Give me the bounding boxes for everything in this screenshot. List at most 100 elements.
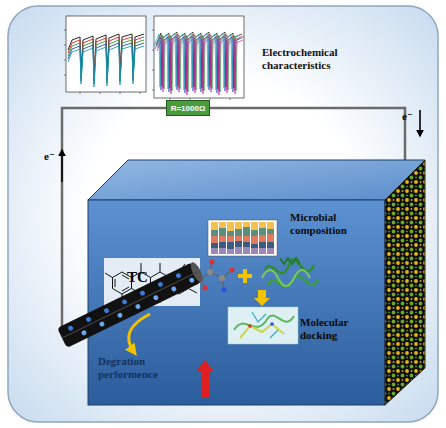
microbial-bar-chart-part <box>259 248 266 254</box>
microbial-bar-chart-part <box>235 229 242 236</box>
microbial-bar-chart-part <box>259 242 266 248</box>
ball-stick-model-part <box>222 288 227 293</box>
microbial-bar-chart-part <box>227 242 234 249</box>
microbial-bar-chart-part <box>243 242 250 247</box>
microbial-bar-chart-part <box>235 222 242 229</box>
plus-sign <box>238 269 252 283</box>
docking-image-part <box>228 307 298 344</box>
microbial-bar-chart-part <box>211 243 218 248</box>
protein-ribbon-part <box>262 270 310 286</box>
microbial-bar-chart-part <box>267 248 274 254</box>
anode-brush-part <box>139 290 145 296</box>
docking-image-part <box>270 322 274 326</box>
ball-stick-model-part <box>203 286 208 291</box>
electron-arrow <box>419 110 421 136</box>
power-density-chart-part <box>154 33 240 90</box>
section-heading: Degration performence <box>98 355 180 380</box>
microbial-bar-chart-part <box>219 222 226 228</box>
microbial-bar-chart-part <box>227 236 234 242</box>
microbial-bar-chart-part <box>259 235 266 242</box>
protein-ribbon-part <box>280 258 300 264</box>
reactor-box-part <box>88 160 425 200</box>
anode-brush <box>57 261 205 348</box>
degradation-arrow <box>129 314 150 352</box>
anode-brush-part <box>157 281 163 287</box>
microbial-bar-chart-part <box>235 236 242 241</box>
microbial-bar-chart-part <box>235 247 242 254</box>
docking-arrow <box>254 290 270 306</box>
microbial-bar-chart-part <box>267 222 274 229</box>
section-heading: Microbial composition <box>290 211 370 236</box>
microbial-bar-chart-part <box>251 230 258 236</box>
section-heading: Electrochemical characteristics <box>262 46 362 71</box>
voltage-chart-part <box>66 16 146 92</box>
voltage-chart <box>64 16 146 94</box>
cathode-surface <box>385 160 425 405</box>
microbial-bar-chart-part <box>243 236 250 242</box>
anode-brush-part <box>67 325 73 331</box>
docking-image-part <box>252 312 278 338</box>
ball-stick-model-part <box>200 262 232 290</box>
ball-stick-model-part <box>210 260 215 265</box>
electron-label: e⁻ <box>402 110 420 123</box>
compound-label: TC <box>127 269 157 286</box>
microbial-bar-chart-part <box>219 242 226 248</box>
anode-brush-part <box>189 277 195 283</box>
microbial-bar-chart-part <box>243 227 250 236</box>
microbial-bar-chart-part <box>211 248 218 254</box>
increase-arrow <box>196 360 214 398</box>
anode-brush-part <box>121 299 127 305</box>
anode-brush-part <box>103 308 109 314</box>
electron-label: e⁻ <box>44 150 62 163</box>
anode-brush-part <box>117 312 123 318</box>
section-heading: Molecular docking <box>300 316 362 341</box>
ball-stick-model-part <box>219 275 225 281</box>
microbial-bar-chart-part <box>211 222 218 230</box>
anode-brush-part <box>135 303 141 309</box>
microbial-bar-chart-part <box>219 236 226 242</box>
ball-stick-model-part <box>230 268 235 273</box>
power-density-chart-part <box>154 16 244 98</box>
anode-brush-part <box>81 330 87 336</box>
microbial-bar-chart-part <box>211 236 218 243</box>
docking-image-part <box>248 324 252 328</box>
background-frame <box>8 6 438 422</box>
microbial-bar-chart-part <box>227 231 234 236</box>
microbial-bar-chart-part <box>251 222 258 230</box>
microbial-bar-chart-part <box>235 241 242 247</box>
anode-brush-part <box>175 272 181 278</box>
resistor-label: R=1000Ω <box>171 104 206 113</box>
reactor-box <box>88 160 425 405</box>
ball-stick-model-part <box>207 269 213 275</box>
microbial-bar-chart-part <box>243 222 250 227</box>
microbial-bar-chart-part <box>219 248 226 254</box>
microbial-bar-chart-part <box>267 242 274 248</box>
microbial-bar-chart-part <box>251 236 258 244</box>
microbial-bar-chart-part <box>219 228 226 236</box>
microbial-bar-chart-part <box>251 248 258 254</box>
microbial-bar-chart-part <box>208 220 277 256</box>
microbial-bar-chart <box>208 220 277 256</box>
protein-ribbon <box>262 258 318 286</box>
voltage-chart-part <box>68 46 144 87</box>
docking-image <box>228 307 298 344</box>
anode-brush-part <box>171 286 177 292</box>
resistor-box: R=1000Ω <box>166 100 210 116</box>
docking-image-part <box>234 315 294 330</box>
microbial-bar-chart-part <box>259 228 266 235</box>
microbial-bar-chart-part <box>243 247 250 254</box>
ball-stick-model <box>197 260 235 293</box>
microbial-bar-chart-part <box>267 229 274 234</box>
microbial-bar-chart-part <box>267 234 274 242</box>
anode-brush-part <box>85 316 91 322</box>
anode-brush-part <box>153 295 159 301</box>
microbial-bar-chart-part <box>211 230 218 236</box>
microbial-bar-chart-part <box>227 222 234 231</box>
anode-brush-part <box>99 321 105 327</box>
microbial-bar-chart-part <box>251 244 258 248</box>
electron-arrow <box>61 150 63 182</box>
power-density-chart <box>152 16 244 100</box>
